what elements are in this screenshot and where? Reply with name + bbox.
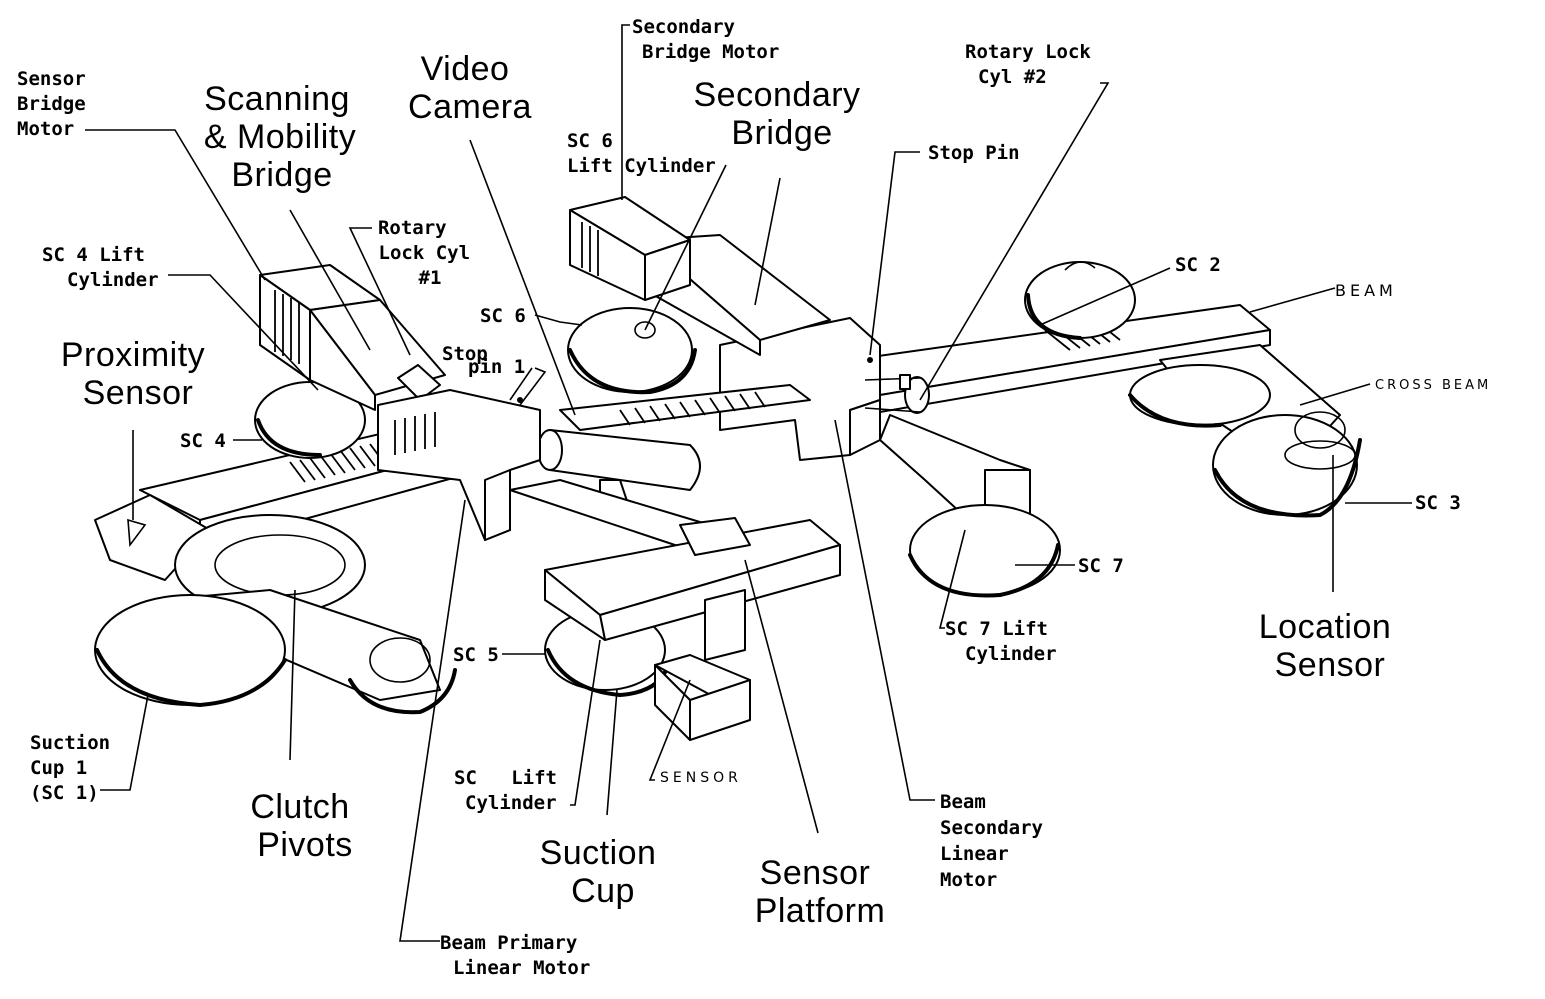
label-video-camera: Video Camera: [408, 50, 532, 126]
primary-center-block: [377, 389, 541, 541]
callout-beam-primary-linear-motor: Beam Primary Linear Motor: [440, 932, 590, 979]
label-scanning-bridge: Scanning & Mobility Bridge: [204, 80, 366, 194]
suction-cup-sc4: [254, 381, 366, 459]
suction-cup-sc3: [1212, 411, 1362, 518]
robot-drawing: [94, 196, 1362, 741]
callout-rotary-lock-cyl-2: Rotary Lock Cyl #2: [965, 41, 1102, 88]
scanning-mobility-bridge: [259, 264, 446, 411]
callout-cross-beam: CROSS BEAM: [1375, 378, 1491, 393]
proximity-sensor-marker: [127, 518, 147, 548]
callout-sc-lift-cylinder: SC Lift Cylinder: [0, 0, 637, 814]
suction-cup-sc2: [1024, 261, 1136, 340]
video-camera: [537, 429, 701, 511]
callout-sc4-lift-cylinder: SC 4 Lift Cylinder: [42, 244, 159, 291]
callout-sc6: SC 6: [480, 305, 526, 327]
sensor-platform: [544, 517, 841, 661]
callout-sensor-bridge-motor: Sensor Bridge Motor: [17, 68, 97, 140]
label-clutch-pivots: Clutch Pivots: [250, 788, 359, 864]
callout-sensor: SENSOR: [660, 770, 742, 786]
sensor-box: [654, 654, 751, 741]
callout-sc5: SC 5: [453, 644, 499, 666]
large-labels: Scanning & Mobility Bridge Video Camera …: [61, 50, 1402, 930]
callout-sc3: SC 3: [1415, 492, 1461, 514]
secondary-bridge-motor: [569, 196, 691, 301]
stop-pin-marker: [517, 357, 911, 403]
callout-beam-secondary-linear-motor: Beam Secondary Linear Motor: [940, 791, 1054, 891]
label-sensor-platform: Sensor Platform: [755, 854, 886, 930]
callout-sc2: SC 2: [1175, 254, 1221, 276]
label-secondary-bridge: Secondary Bridge: [694, 76, 871, 152]
callout-sc7-lift-cylinder: SC 7 Lift Cylinder: [945, 618, 1059, 665]
label-location-sensor: Location Sensor: [1259, 608, 1402, 684]
label-suction-cup: Suction Cup: [540, 834, 667, 910]
callout-beam: BEAM: [1335, 281, 1397, 300]
callout-stop-pin: Stop Pin: [928, 142, 1020, 164]
callout-suction-cup-1: Suction Cup 1 (SC 1): [30, 732, 122, 804]
leader-lines: [85, 24, 1412, 942]
center-hatched-beam: [559, 384, 811, 431]
suction-cup-sc1: [94, 594, 287, 708]
callout-stop-pin-1: Stop pin 1: [442, 343, 525, 378]
callout-rotary-lock-cyl-1: Rotary Lock Cyl #1: [378, 217, 482, 289]
suction-cup-left-end: [348, 668, 457, 715]
callout-secondary-bridge-motor: Secondary Bridge Motor: [632, 16, 779, 63]
callout-sc4: SC 4: [180, 430, 226, 452]
callout-sc7: SC 7: [1078, 555, 1124, 577]
suction-cup-sc6: [567, 307, 697, 395]
suction-cup-sc7: [908, 504, 1061, 598]
label-proximity-sensor: Proximity Sensor: [61, 336, 215, 412]
callout-sc6-lift-cylinder: SC 6 Lift Cylinder: [567, 130, 716, 177]
callout-labels: Sensor Bridge Motor SC 4 Lift Cylinder R…: [0, 0, 1491, 979]
